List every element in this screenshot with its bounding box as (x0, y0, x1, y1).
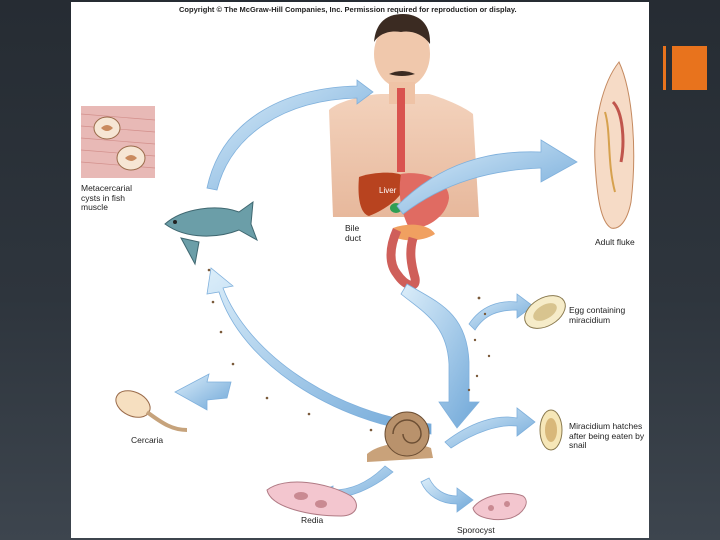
cercaria (115, 390, 188, 432)
scattered-dots (207, 268, 491, 438)
adult-fluke (594, 61, 635, 229)
copyright-notice: Copyright © The McGraw-Hill Companies, I… (179, 5, 517, 14)
egg (524, 295, 566, 329)
label-cercaria: Cercaria (131, 435, 164, 445)
miracidium (539, 409, 563, 451)
accent-square (672, 46, 707, 90)
cycle-arrows (174, 79, 578, 513)
redia (266, 481, 357, 517)
life-cycle-illustration (80, 14, 635, 521)
sporocyst (472, 493, 527, 521)
label-redia: Redia (301, 515, 324, 525)
label-sporocyst: Sporocyst (457, 525, 495, 535)
fish (164, 200, 258, 266)
slide-accent-marker (663, 46, 707, 90)
label-miracidium: Miracidium hatches after being eaten by … (569, 421, 645, 450)
label-bile-duct: Bile duct (345, 223, 362, 243)
label-egg: Egg containing miracidium (569, 305, 626, 325)
label-metacercarial-cysts: Metacercarial cysts in fish muscle (81, 183, 133, 212)
label-adult-fluke: Adult fluke (595, 237, 635, 247)
snail (367, 411, 433, 462)
human-figure (329, 14, 479, 290)
diagram-panel: Copyright © The McGraw-Hill Companies, I… (71, 2, 649, 538)
accent-bar (663, 46, 666, 90)
fish-muscle-block (80, 106, 156, 178)
label-liver: Liver (379, 186, 397, 195)
